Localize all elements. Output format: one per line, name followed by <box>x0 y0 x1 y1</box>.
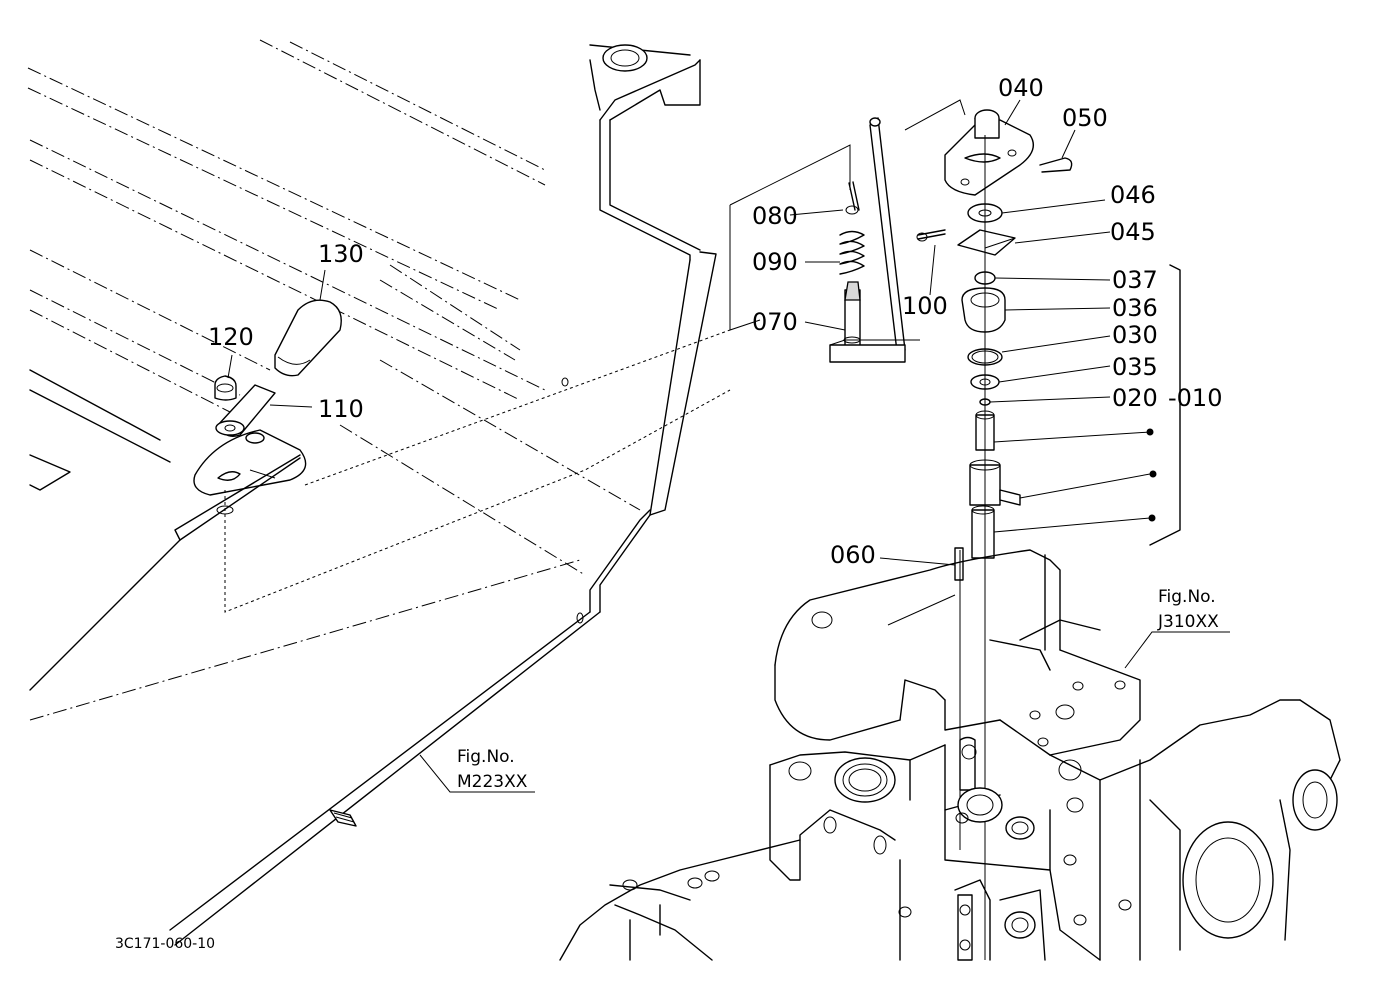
label-050: 050 <box>1062 104 1108 132</box>
valve-assembly <box>879 99 1181 960</box>
label-120: 120 <box>208 323 254 351</box>
label-040: 040 <box>998 74 1044 102</box>
fig-ref-title: Fig.No. <box>457 747 515 767</box>
fig-ref-code: M223XX <box>457 772 528 792</box>
label-035: 035 <box>1112 353 1158 381</box>
label-036: 036 <box>1112 294 1158 322</box>
part-labels: 130 120 110 080 090 070 100 040 050 046 … <box>208 74 1222 569</box>
label-060: 060 <box>830 541 876 569</box>
label-020: 020 <box>1112 384 1158 412</box>
floor-plate-drawing <box>27 39 731 946</box>
lever-assembly-left <box>214 269 342 444</box>
label-037: 037 <box>1112 266 1158 294</box>
label-046: 046 <box>1110 181 1156 209</box>
label-045: 045 <box>1110 218 1156 246</box>
fig-ref-code: J310XX <box>1157 612 1219 632</box>
label-110: 110 <box>318 395 364 423</box>
label-010: -010 <box>1168 384 1222 412</box>
label-100: 100 <box>902 292 948 320</box>
diagram-code: 3C171-060-10 <box>115 936 215 952</box>
label-090: 090 <box>752 248 798 276</box>
fig-ref-j310xx[interactable]: Fig.No. J310XX <box>1124 587 1230 669</box>
stopper-assembly <box>729 99 966 363</box>
label-030: 030 <box>1112 321 1158 349</box>
fig-ref-m223xx[interactable]: Fig.No. M223XX <box>419 747 535 793</box>
label-080: 080 <box>752 202 798 230</box>
fig-ref-title: Fig.No. <box>1158 587 1216 607</box>
label-070: 070 <box>752 308 798 336</box>
valve-housing <box>559 549 1341 961</box>
label-130: 130 <box>318 240 364 268</box>
